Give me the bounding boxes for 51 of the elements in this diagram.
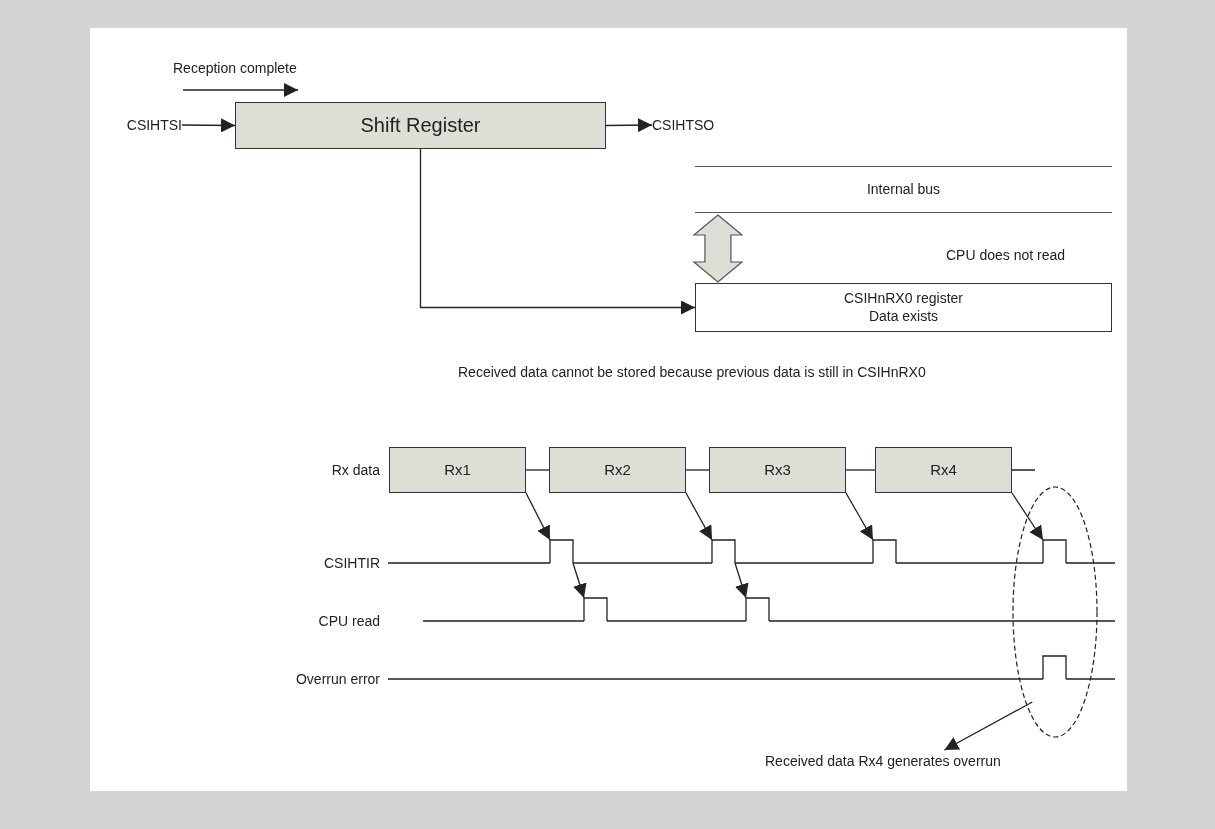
arrow [419, 148, 696, 315]
register-box [549, 447, 686, 493]
signal-name: CSIHTIR [323, 554, 380, 573]
signal-name: Rx data [330, 461, 380, 480]
arrow [525, 492, 551, 541]
signal-name: CPU read [317, 612, 380, 631]
register-box [235, 102, 606, 149]
arrow [1011, 492, 1044, 541]
note-text: Received data Rx4 generates overrun [765, 750, 1110, 772]
double-arrow [692, 214, 744, 283]
signal-name: CSIHTSO [652, 115, 742, 135]
connector-line [734, 562, 874, 564]
register-name: Shift Register [360, 113, 481, 138]
connector-line [525, 469, 550, 471]
pulse [872, 539, 897, 564]
heading-text: Reception complete [173, 59, 297, 78]
note-text: Received data cannot be stored because previous data is still in CSIHnRX0 [458, 363, 926, 382]
connector-line [572, 562, 713, 564]
pulse [583, 597, 608, 622]
connector-line [845, 469, 876, 471]
pulse [711, 539, 736, 564]
pulse [1042, 539, 1067, 564]
connector-line [685, 469, 710, 471]
connector-line [895, 562, 1044, 564]
arrow [734, 562, 749, 599]
highlight-ellipse [1012, 486, 1098, 738]
pulse [745, 597, 770, 622]
arrow [181, 118, 236, 133]
register-box [875, 447, 1012, 493]
arrow [605, 118, 653, 133]
pulse [1042, 655, 1067, 680]
note-text: CPU does not read [946, 246, 1066, 265]
register-name: Rx1 [444, 460, 471, 480]
register-box [695, 283, 1112, 332]
register-name: CSIHnRX0 register [843, 290, 963, 308]
signal-name: CSIHTSI [100, 115, 182, 135]
bus-label: Internal bus [866, 180, 941, 199]
register-name: Rx3 [764, 460, 791, 480]
register-box [709, 447, 846, 493]
arrow [845, 492, 874, 541]
arrow [572, 562, 587, 599]
register-name: Rx2 [604, 460, 631, 480]
arrow [943, 701, 1033, 751]
pulse [549, 539, 574, 564]
connector-line [606, 620, 747, 622]
register-box [389, 447, 526, 493]
signal-name: Overrun error [294, 670, 380, 689]
status-text: Data exists [868, 307, 939, 325]
bus-band [695, 166, 1112, 213]
register-name: Rx4 [930, 460, 957, 480]
arrow [685, 492, 713, 541]
